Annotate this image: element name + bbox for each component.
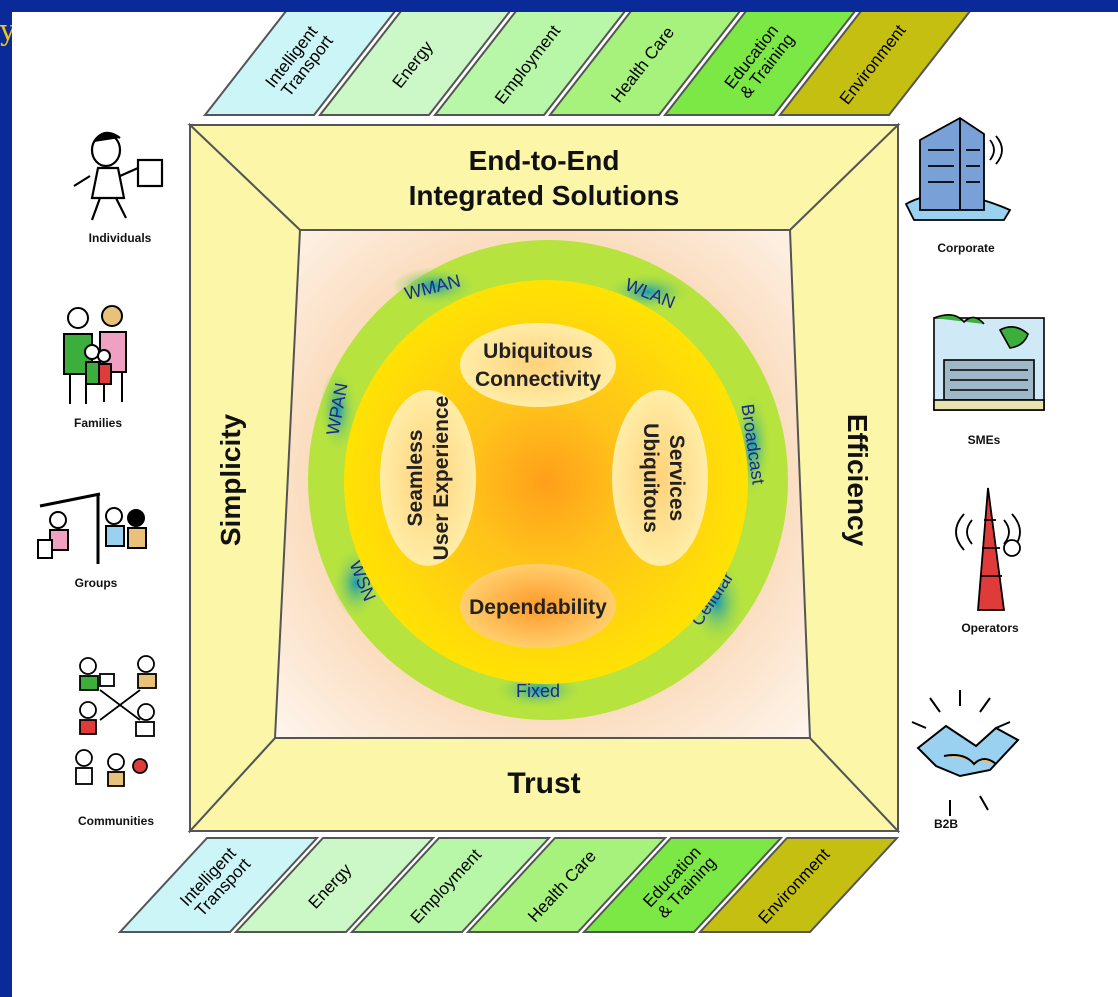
sector-shape <box>777 12 971 116</box>
frame-right-label: Efficiency <box>842 414 873 547</box>
label-seamless-1: Seamless <box>404 430 427 527</box>
user-label-individuals: Individuals <box>89 231 152 245</box>
diagram-panel: Intelligent Transport Energy Employment … <box>12 12 1118 997</box>
sector-shape <box>465 837 668 933</box>
diagram-svg: Intelligent Transport Energy Employment … <box>37 12 1045 933</box>
groups-icon <box>37 492 147 564</box>
frame-right-trapezoid <box>788 122 899 834</box>
label-ubiquitous-connectivity-2: Connectivity <box>475 368 601 391</box>
sector-employment-bottom: Employment <box>349 837 552 933</box>
sector-health-care-bottom: Health Care <box>465 837 668 933</box>
users-left: Individuals Families <box>37 131 164 828</box>
sector-energy-bottom: Energy <box>233 837 436 933</box>
sector-shape <box>547 12 741 116</box>
sector-shape <box>317 12 511 116</box>
sector-intelligent-transport-top: Intelligent Transport <box>202 12 396 116</box>
frame-top-label-2: Integrated Solutions <box>409 180 680 211</box>
user-label-b2b: B2B <box>934 817 958 831</box>
label-dependability: Dependability <box>469 596 607 619</box>
sector-employment-top: Employment <box>432 12 626 116</box>
individual-icon <box>73 131 164 221</box>
communities-icon <box>75 655 157 787</box>
operators-tower-icon <box>955 487 1021 611</box>
core-circle: Ubiquitous Connectivity Seamless User Ex… <box>344 280 748 684</box>
network-glow <box>320 370 356 450</box>
sector-shape <box>662 12 856 116</box>
smes-building-icon <box>933 314 1045 411</box>
sector-environment-bottom: Environment <box>697 837 900 933</box>
frame-top-label-1: End-to-End <box>469 145 620 176</box>
frame-left-label: Simplicity <box>215 413 246 546</box>
user-label-families: Families <box>74 416 122 430</box>
b2b-handshake-icon <box>911 690 1020 816</box>
oval-ubiquitous-services <box>612 390 708 566</box>
sector-band-bottom: Intelligent Transport Energy Employment … <box>117 837 900 933</box>
sector-education-training-bottom: Education & Training <box>581 837 784 933</box>
families-icon <box>63 305 127 404</box>
oval-ubiquitous-connectivity <box>460 323 616 407</box>
sector-environment-top: Environment <box>777 12 971 116</box>
sector-shape <box>432 12 626 116</box>
user-label-communities: Communities <box>78 814 154 828</box>
sector-shape <box>581 837 784 933</box>
sector-shape <box>349 837 552 933</box>
sector-shape <box>117 837 320 933</box>
sector-health-care-top: Health Care <box>547 12 741 116</box>
frame-top-trapezoid <box>187 124 901 231</box>
label-seamless-2: User Experience <box>430 396 453 561</box>
user-label-corporate: Corporate <box>937 241 995 255</box>
label-ubiquitous-services-2: Services <box>665 435 688 521</box>
oval-dependability <box>460 564 616 648</box>
sector-band-top: Intelligent Transport Energy Employment … <box>202 12 971 116</box>
sector-shape <box>202 12 396 116</box>
core-disc <box>344 280 748 684</box>
sector-shape <box>233 837 436 933</box>
sector-energy-top: Energy <box>317 12 511 116</box>
corporate-building-icon <box>904 116 1012 221</box>
users-right: Corporate SMEs Operators <box>904 116 1045 831</box>
sector-education-training-top: Education & Training <box>662 12 856 116</box>
label-ubiquitous-services-1: Ubiquitous <box>639 423 662 533</box>
slide-title-fragment: y <box>0 14 16 47</box>
network-glow <box>394 268 474 304</box>
oval-seamless-user-experience <box>380 390 476 566</box>
frame-left-trapezoid <box>189 122 302 834</box>
sector-shape <box>697 837 900 933</box>
network-fixed: Fixed <box>516 681 560 701</box>
user-label-smes: SMEs <box>968 433 1001 447</box>
user-label-groups: Groups <box>75 576 118 590</box>
user-label-operators: Operators <box>961 621 1019 635</box>
frame-bottom-label: Trust <box>507 767 580 800</box>
label-ubiquitous-connectivity-1: Ubiquitous <box>483 340 593 363</box>
